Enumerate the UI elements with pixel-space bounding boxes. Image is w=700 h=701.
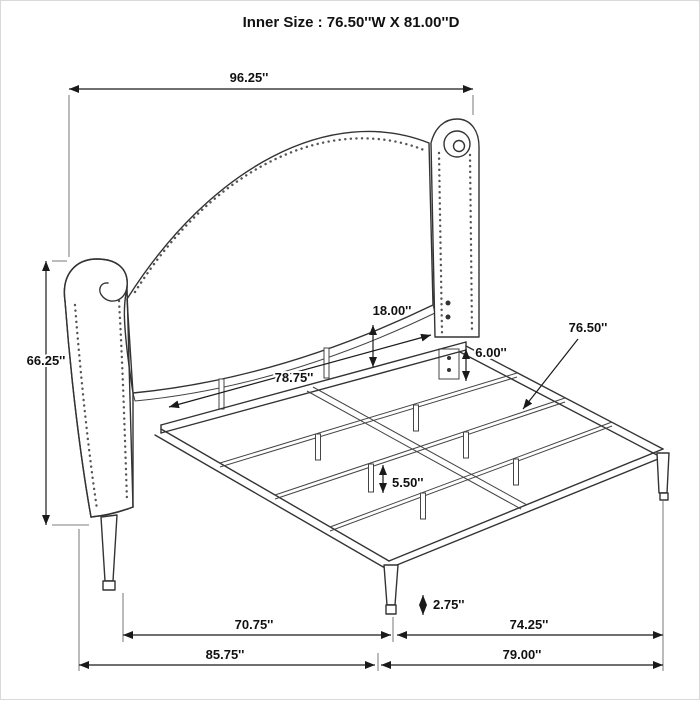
dim-label-headboard-height: 66.25'' bbox=[27, 353, 66, 368]
dim-label-side-rail-length: 79.00'' bbox=[503, 647, 542, 662]
slat-leg bbox=[315, 433, 321, 461]
dim-label-bracket-height: 6.00'' bbox=[475, 345, 506, 360]
dim-frame-inner-depth: 70.75'' bbox=[122, 593, 394, 642]
dim-side-rail-length: 79.00'' bbox=[381, 645, 663, 669]
rail-bracket bbox=[438, 348, 460, 380]
dim-label-inner-width: 78.75'' bbox=[275, 370, 314, 385]
dim-label-foot-height: 2.75'' bbox=[433, 597, 464, 612]
dim-overall-depth: 85.75'' bbox=[78, 529, 379, 671]
dim-headboard-height: 66.25'' bbox=[25, 260, 89, 526]
bed-drawing bbox=[63, 118, 670, 615]
dim-slat-leg-height: 5.50'' bbox=[379, 465, 425, 493]
dim-headboard-width: 96.25'' bbox=[68, 68, 474, 257]
dim-slat-length: 76.50'' bbox=[522, 318, 609, 410]
dimensions: 96.25'' 66.25'' 18.00'' 78.75'' 6.00'' 7… bbox=[25, 68, 664, 671]
dim-headboard-panel-height: 18.00'' bbox=[369, 301, 413, 367]
dim-label-inner-depth: 70.75'' bbox=[235, 617, 274, 632]
headboard-left-wing bbox=[63, 258, 134, 591]
slat-leg bbox=[513, 458, 519, 486]
slat-leg bbox=[413, 404, 419, 432]
bed-frame bbox=[154, 341, 664, 570]
diagram-title: Inner Size : 76.50''W X 81.00''D bbox=[243, 14, 460, 31]
dim-rail-bracket-height: 6.00'' bbox=[462, 343, 509, 381]
dim-label-outer-depth: 74.25'' bbox=[510, 617, 549, 632]
dim-label-headboard-width: 96.25'' bbox=[230, 70, 269, 85]
dim-headboard-inner-width: 78.75'' bbox=[168, 333, 432, 409]
slat-leg bbox=[420, 492, 426, 520]
frame-slats bbox=[219, 372, 613, 532]
dim-label-slat-length: 76.50'' bbox=[569, 320, 608, 335]
headboard-panel bbox=[126, 130, 436, 410]
frame-legs bbox=[383, 452, 670, 615]
dim-frame-outer-depth: 74.25'' bbox=[397, 501, 664, 671]
slat-leg bbox=[368, 463, 374, 493]
slat-leg bbox=[463, 431, 469, 459]
headboard-right-post bbox=[430, 118, 480, 380]
dim-foot-height: 2.75'' bbox=[419, 595, 466, 615]
dim-label-panel-height: 18.00'' bbox=[373, 303, 412, 318]
dim-label-overall-depth: 85.75'' bbox=[206, 647, 245, 662]
dim-label-slat-leg-height: 5.50'' bbox=[392, 475, 423, 490]
front-foot-glide bbox=[385, 604, 397, 615]
